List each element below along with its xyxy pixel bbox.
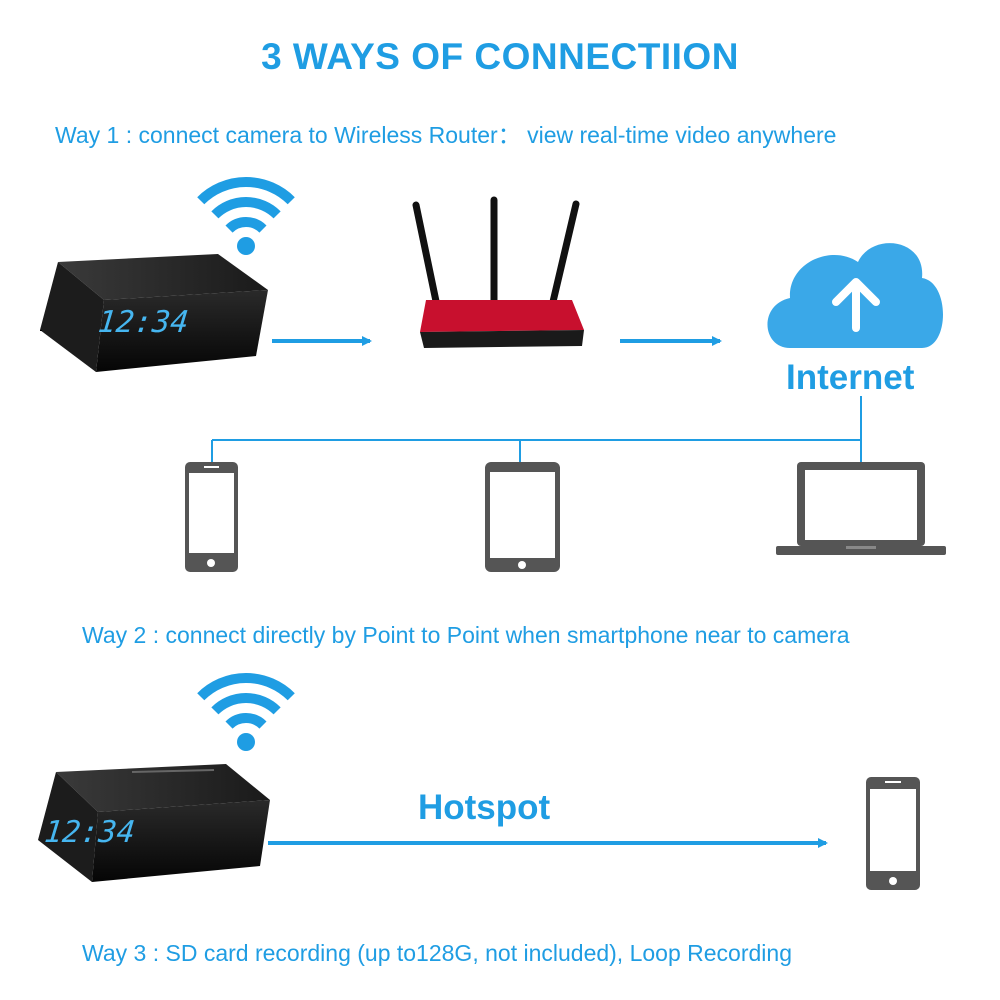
cloud-upload-icon — [767, 243, 943, 348]
clock-camera: 12:34 — [40, 254, 268, 372]
page-title: 3 WAYS OF CONNECTIION — [261, 36, 739, 77]
way-2-description: Way 2 : connect directly by Point to Poi… — [82, 622, 850, 648]
smartphone-icon — [866, 777, 920, 890]
wifi-icon — [197, 673, 295, 751]
hotspot-label: Hotspot — [418, 788, 551, 827]
router — [412, 196, 584, 348]
way-3-description: Way 3 : SD card recording (up to128G, no… — [82, 940, 792, 966]
clock-camera: 12:34 — [38, 764, 270, 882]
laptop-icon — [776, 462, 946, 555]
internet-label: Internet — [786, 358, 915, 397]
wifi-icon — [197, 177, 295, 255]
tablet-icon — [485, 462, 560, 572]
smartphone-icon — [185, 462, 238, 572]
clock-display: 12:34 — [96, 305, 190, 340]
way-1-description: Way 1 : connect camera to Wireless Route… — [55, 122, 837, 148]
device-network-lines — [211, 396, 862, 462]
clock-display: 12:34 — [43, 815, 137, 850]
